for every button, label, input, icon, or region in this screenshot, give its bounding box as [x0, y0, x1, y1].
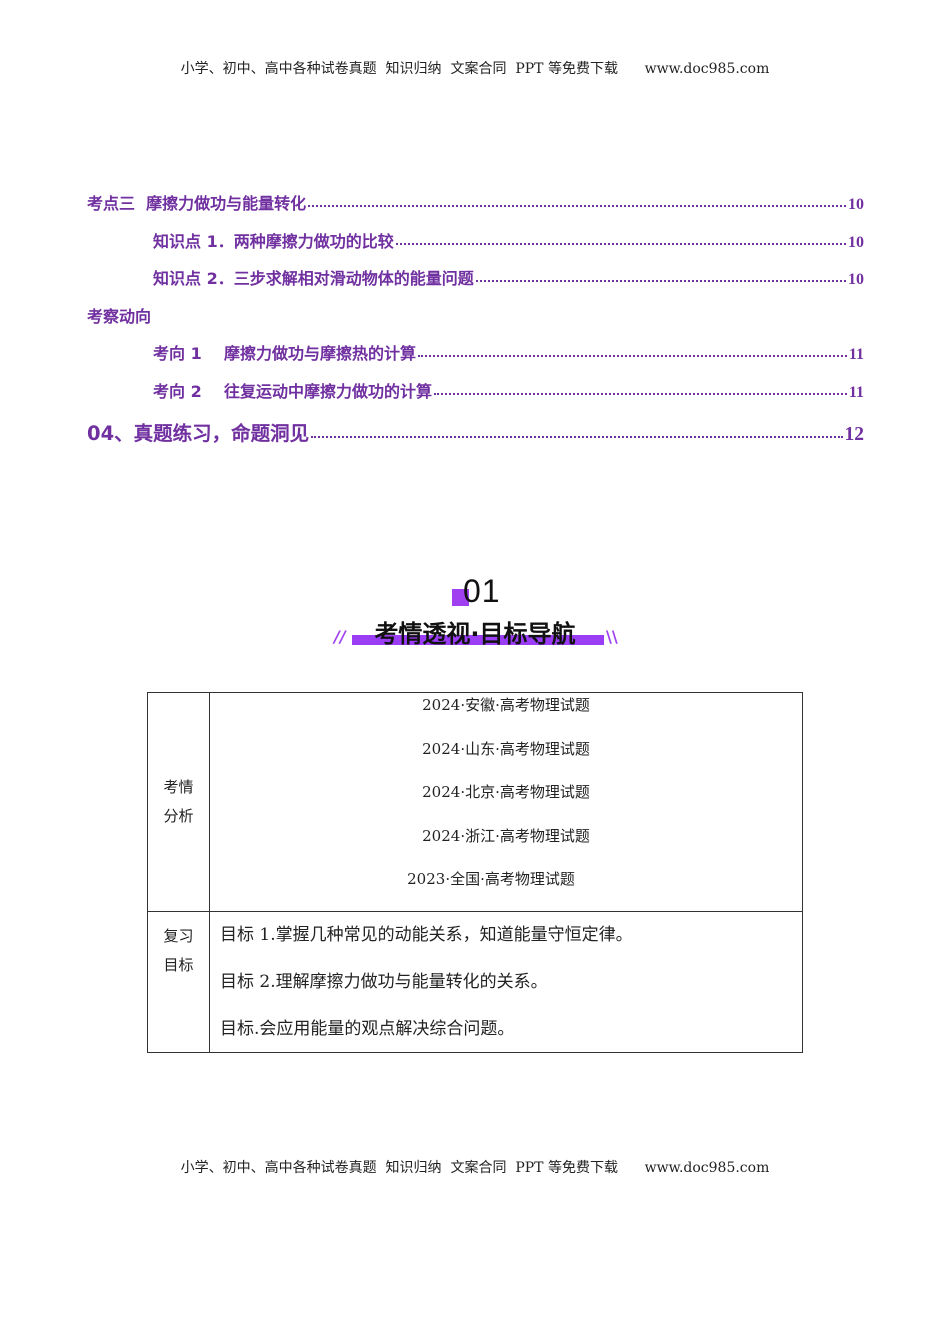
toc-page-number: 11	[848, 384, 864, 401]
exam-list-cell: 2024·安徽·高考物理试题 2024·山东·高考物理试题 2024·北京·高考…	[209, 692, 803, 912]
toc-entry-chapter[interactable]: 04、真题练习，命题洞见 12	[87, 417, 864, 446]
page-footer: 小学、初中、高中各种试卷真题 知识归纳 文案合同 PPT 等免费下载 www.d…	[180, 1160, 770, 1176]
exam-item: 2024·北京·高考物理试题	[422, 783, 590, 801]
slash-decoration-icon: \\	[606, 627, 618, 646]
slash-decoration-icon: //	[334, 627, 346, 646]
toc-page-number: 10	[848, 234, 864, 251]
exam-item: 2023·全国·高考物理试题	[407, 870, 575, 888]
badge-square-decoration	[452, 589, 469, 606]
toc-page-number: 10	[848, 271, 864, 288]
goal-item: 目标.会应用能量的观点解决综合问题。	[220, 1018, 515, 1039]
toc-entry-label: 考点三 摩擦力做功与能量转化	[87, 194, 307, 213]
toc-entry[interactable]: 考向 2 往复运动中摩擦力做功的计算 11	[153, 378, 864, 402]
goals-list-cell: 目标 1.掌握几种常见的动能关系，知道能量守恒定律。 目标 2.理解摩擦力做功与…	[209, 910, 803, 1053]
exam-goals-table: 考情 分析 2024·安徽·高考物理试题 2024·山东·高考物理试题 2024…	[147, 692, 803, 1053]
section-badge: 01 // 考情透视·目标导航 \\	[330, 573, 620, 653]
toc-entry-label: 考向 2 往复运动中摩擦力做功的计算	[153, 382, 432, 401]
toc-page-number: 10	[848, 196, 864, 213]
goal-item: 目标 1.掌握几种常见的动能关系，知道能量守恒定律。	[220, 924, 633, 945]
table-row: 复习 目标 目标 1.掌握几种常见的动能关系，知道能量守恒定律。 目标 2.理解…	[147, 910, 803, 1053]
row-header-exam-analysis: 考情 分析	[147, 692, 210, 912]
dot-leader	[308, 193, 846, 209]
dot-leader	[418, 343, 847, 359]
dot-leader	[475, 268, 846, 284]
dot-leader	[395, 231, 846, 247]
title-underline-bar	[352, 635, 604, 645]
toc-entry[interactable]: 知识点 2．三步求解相对滑动物体的能量问题 10	[153, 265, 864, 289]
goal-item: 目标 2.理解摩擦力做功与能量转化的关系。	[220, 971, 548, 992]
dot-leader	[311, 421, 843, 441]
toc-entry-label: 04、真题练习，命题洞见	[87, 422, 310, 445]
exam-item: 2024·浙江·高考物理试题	[422, 826, 590, 845]
table-row: 考情 分析 2024·安徽·高考物理试题 2024·山东·高考物理试题 2024…	[147, 692, 803, 912]
section-number: 01	[463, 573, 501, 609]
dot-leader	[434, 381, 847, 397]
section-title: 考情透视·目标导航	[374, 620, 576, 648]
toc-entry-label: 知识点 2．三步求解相对滑动物体的能量问题	[153, 269, 474, 288]
exam-item: 2024·安徽·高考物理试题	[422, 696, 590, 714]
toc-entry-label: 考向 1 摩擦力做功与摩擦热的计算	[153, 344, 416, 363]
toc-entry[interactable]: 知识点 1．两种摩擦力做功的比较 10	[153, 228, 864, 252]
toc-entry-label: 知识点 1．两种摩擦力做功的比较	[153, 232, 394, 251]
toc-page-number: 12	[844, 424, 865, 445]
toc-entry[interactable]: 考向 1 摩擦力做功与摩擦热的计算 11	[153, 340, 864, 364]
toc-section-heading[interactable]: 考察动向	[87, 307, 152, 326]
exam-item: 2024·山东·高考物理试题	[422, 739, 590, 758]
row-header-review-goals: 复习 目标	[147, 910, 210, 1053]
toc-page-number: 11	[848, 346, 864, 363]
toc-entry[interactable]: 考点三 摩擦力做功与能量转化 10	[87, 190, 864, 214]
page-header: 小学、初中、高中各种试卷真题 知识归纳 文案合同 PPT 等免费下载 www.d…	[180, 61, 770, 77]
